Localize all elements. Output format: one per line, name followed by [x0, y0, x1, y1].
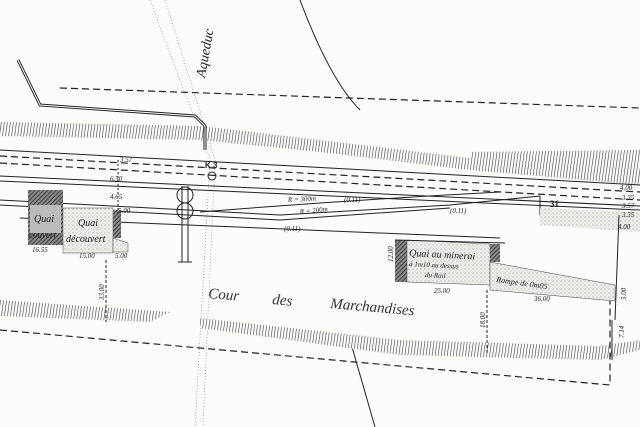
covered-platform-label-2: couvert — [29, 230, 56, 240]
dim-left-top: 3.57 — [119, 156, 133, 164]
ore-platform-label-3: du Rail — [425, 271, 446, 280]
dim-650: 6.50 — [110, 175, 123, 183]
dim-500: 5.00 — [115, 252, 128, 260]
curve-radius-200: R = 200m — [298, 205, 328, 216]
open-platform-label-1: Quai — [78, 218, 98, 229]
embankment-top — [0, 122, 640, 185]
gradient-1: (0.11) — [344, 196, 361, 204]
dim-3600: 36.00 — [533, 295, 550, 303]
ore-platform-label-2: à 1m10 au dessus — [409, 260, 459, 271]
dim-ore-height: 12.00 — [387, 246, 395, 262]
aqueduct-lines — [149, 0, 376, 427]
boundary-bottom — [0, 300, 611, 386]
dim-right-low2: 7.14 — [618, 325, 626, 338]
ramp — [489, 261, 616, 302]
open-platform-label-2: découvert — [66, 234, 106, 245]
dim-1655: 16.55 — [32, 246, 48, 254]
yard-label-cour: Cour — [208, 286, 240, 305]
covered-platform-label-1: Quai — [34, 214, 54, 225]
open-platform — [62, 207, 114, 254]
turntables — [176, 186, 194, 263]
dim-3300: 33.00 — [98, 284, 106, 301]
yard-label-des: des — [272, 292, 293, 310]
curve-radius-300: R = 300m — [287, 195, 316, 205]
gradient-2: (0.11) — [450, 207, 467, 215]
dim-right-400b: 4.00 — [618, 223, 631, 231]
dim-right-335: 3.35 — [621, 194, 635, 202]
dim-right-335b: 3.35 — [621, 211, 635, 219]
dim-1800: 18.00 — [479, 312, 487, 328]
dim-465: 4.65 — [110, 193, 123, 201]
gradient-3: (0.11) — [284, 225, 301, 233]
dim-right-400a: 4.00 — [620, 184, 633, 192]
k3-label: K.3 — [205, 161, 218, 170]
dim-2500: 25.00 — [434, 287, 450, 295]
dim-1500: 15.00 — [79, 252, 95, 260]
ore-platform-label-1: Quai au minerai — [409, 248, 476, 262]
dim-right-357: 3.57 — [621, 202, 635, 210]
k3-marker-icon — [207, 171, 217, 181]
boundary-top — [59, 87, 640, 109]
track-number: 31 — [550, 199, 560, 209]
embankment-bottom — [0, 300, 640, 360]
yard-label-marchandises: Marchandises — [329, 296, 416, 319]
dim-right-low1: 5.00 — [620, 287, 628, 300]
dim-500-top: 5.00 — [118, 207, 131, 215]
aqueduct-label: Aqueduc — [194, 27, 218, 80]
